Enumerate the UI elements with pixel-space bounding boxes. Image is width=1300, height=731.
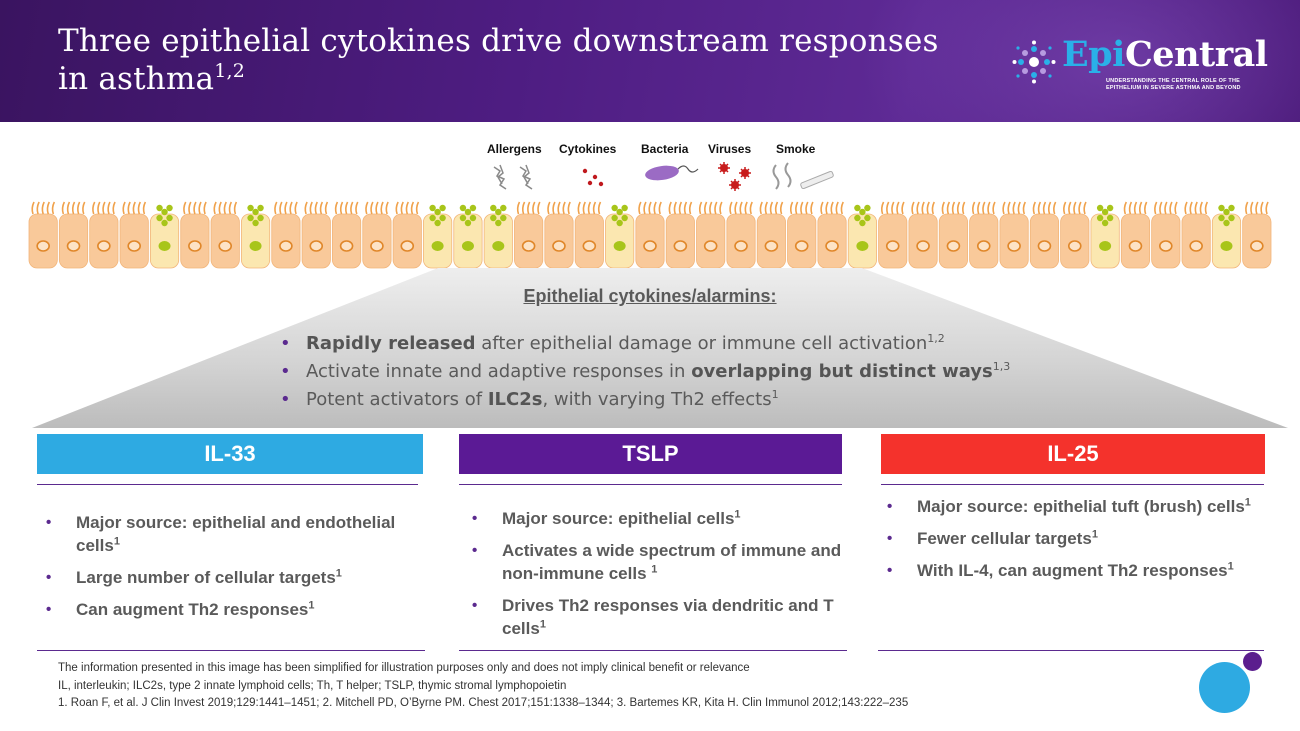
title-line-1: Three epithelial cytokines drive downstr…: [58, 23, 939, 59]
label-bacteria: Bacteria: [641, 142, 689, 156]
ciliated-cell: [1120, 201, 1151, 269]
ciliated-cell: [180, 201, 210, 269]
tslp-bottom-rule: [459, 650, 847, 651]
il33-top-rule: [37, 484, 418, 485]
list-item: Fewer cellular targets1: [881, 527, 1261, 550]
logo-tagline: UNDERSTANDING THE CENTRAL ROLE OF THE EP…: [1106, 78, 1241, 91]
ciliated-cell: [362, 201, 392, 269]
ciliated-cell: [635, 201, 665, 269]
ciliated-cell: [878, 201, 908, 269]
goblet-cell: [1211, 204, 1242, 269]
bacteria-icon: [645, 165, 699, 181]
ciliated-cell: [696, 201, 726, 269]
smoke-icon: [772, 162, 834, 190]
ciliated-cell: [1181, 201, 1211, 269]
label-viruses: Viruses: [708, 142, 752, 156]
goblet-cell: [605, 204, 635, 269]
ciliated-cell: [58, 201, 89, 269]
il25-bottom-rule: [878, 650, 1264, 651]
ciliated-cell: [332, 201, 362, 269]
allergen-icon: [493, 164, 533, 190]
references-text: 1. Roan F, et al. J Clin Invest 2019;129…: [58, 697, 909, 709]
label-cytokines: Cytokines: [559, 142, 617, 156]
cytokine-icon: [582, 168, 604, 187]
slide-title: Three epithelial cytokines drive downstr…: [58, 22, 939, 98]
ciliated-cell: [1060, 201, 1090, 269]
epithelium-layer: [28, 201, 1272, 269]
goblet-cell: [847, 204, 877, 269]
list-item: Major source: epithelial and endothelial…: [40, 511, 415, 557]
decorative-purple-circle: [1243, 652, 1262, 671]
ciliated-cell: [271, 201, 301, 269]
alarmins-heading: Epithelial cytokines/alarmins:: [523, 286, 777, 306]
ciliated-cell: [969, 201, 999, 269]
label-allergens: Allergens: [487, 142, 542, 156]
ciliated-cell: [1151, 201, 1181, 269]
ciliated-cell: [392, 201, 422, 269]
title-line-2: in asthma: [58, 61, 215, 97]
list-item: Drives Th2 responses via dendritic and T…: [466, 594, 851, 640]
ciliated-cell: [1029, 201, 1060, 269]
disclaimer-text: The information presented in this image …: [58, 662, 750, 674]
goblet-cell: [240, 204, 271, 269]
ciliated-cell: [28, 201, 58, 269]
logo-dots-icon: [1012, 40, 1056, 84]
ciliated-cell: [301, 201, 331, 269]
il33-list: Major source: epithelial and endothelial…: [40, 511, 415, 630]
list-item: Activates a wide spectrum of immune and …: [466, 539, 851, 585]
alarmins-list: Rapidly released after epithelial damage…: [280, 330, 1010, 414]
goblet-cell: [1090, 204, 1120, 269]
stimuli-icons: [493, 162, 834, 191]
il25-list: Major source: epithelial tuft (brush) ce…: [881, 495, 1261, 591]
list-item: Can augment Th2 responses1: [40, 598, 415, 621]
alarmin-bullet: Potent activators of ILC2s, with varying…: [280, 386, 1010, 414]
ciliated-cell: [514, 201, 544, 269]
il33-header: IL-33: [37, 434, 423, 474]
il33-bottom-rule: [37, 650, 425, 651]
ciliated-cell: [726, 201, 756, 269]
ciliated-cell: [574, 201, 604, 269]
ciliated-cell: [89, 201, 119, 269]
label-smoke: Smoke: [776, 142, 816, 156]
ciliated-cell: [1242, 201, 1272, 269]
epicentral-logo: EpiCentral UNDERSTANDING THE CENTRAL ROL…: [1012, 34, 1268, 98]
ciliated-cell: [817, 201, 847, 269]
ciliated-cell: [756, 201, 786, 269]
list-item: Major source: epithelial tuft (brush) ce…: [881, 495, 1261, 518]
goblet-cell: [149, 204, 180, 269]
il25-header: IL-25: [881, 434, 1265, 474]
list-item: Large number of cellular targets1: [40, 566, 415, 589]
goblet-cell: [453, 204, 483, 269]
ciliated-cell: [119, 201, 149, 269]
tslp-list: Major source: epithelial cells1 Activate…: [466, 507, 851, 649]
alarmin-bullet: Activate innate and adaptive responses i…: [280, 358, 1010, 386]
ciliated-cell: [908, 201, 938, 269]
logo-wordmark: EpiCentral: [1062, 34, 1268, 75]
ciliated-cell: [544, 201, 574, 269]
decorative-blue-circle: [1199, 662, 1250, 713]
ciliated-cell: [999, 201, 1029, 269]
goblet-cell: [423, 204, 453, 269]
goblet-cell: [483, 204, 513, 269]
il25-top-rule: [881, 484, 1264, 485]
abbreviations-text: IL, interleukin; ILC2s, type 2 innate ly…: [58, 680, 567, 692]
ciliated-cell: [938, 201, 968, 269]
ciliated-cell: [665, 201, 695, 269]
tslp-header: TSLP: [459, 434, 842, 474]
alarmin-bullet: Rapidly released after epithelial damage…: [280, 330, 1010, 358]
ciliated-cell: [787, 201, 817, 269]
list-item: Major source: epithelial cells1: [466, 507, 851, 530]
title-superscript: 1,2: [214, 60, 246, 82]
header-banner: Three epithelial cytokines drive downstr…: [0, 0, 1300, 122]
list-item: With IL-4, can augment Th2 responses1: [881, 559, 1261, 582]
tslp-top-rule: [459, 484, 842, 485]
ciliated-cell: [210, 201, 240, 269]
